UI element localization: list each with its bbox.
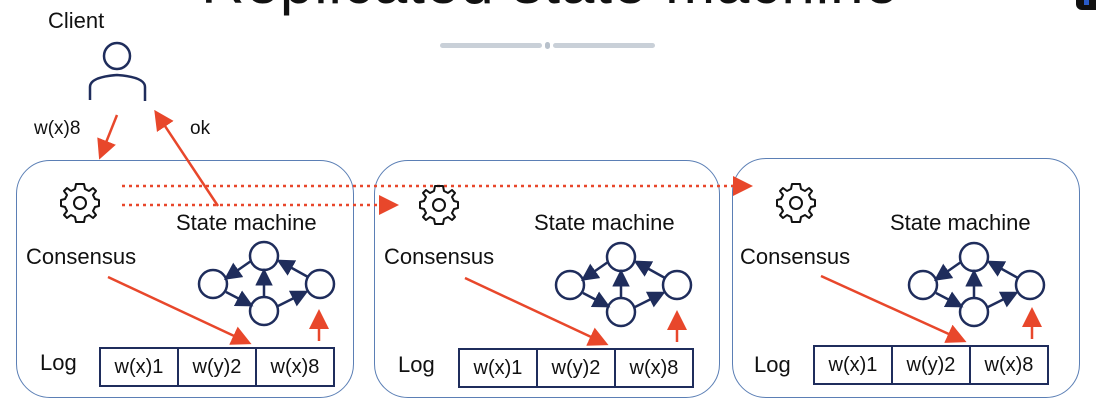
state-machine-label: State machine bbox=[534, 210, 675, 235]
consensus-to-log-arrow bbox=[820, 274, 967, 343]
progress-divider-left bbox=[440, 43, 542, 48]
log-label: Log bbox=[398, 352, 435, 377]
log-entry: w(x)1 bbox=[815, 347, 893, 383]
log: w(x)1 w(y)2 w(x)8 bbox=[458, 348, 694, 388]
log-entry: w(x)1 bbox=[101, 349, 179, 385]
log-label: Log bbox=[40, 350, 77, 375]
consensus-to-log-arrow bbox=[464, 276, 609, 346]
log-label: Log bbox=[754, 352, 791, 377]
progress-divider-right bbox=[553, 43, 655, 48]
log-entry: w(y)2 bbox=[179, 349, 257, 385]
state-machine-graph-icon bbox=[909, 243, 1044, 326]
replica-node-3 bbox=[732, 158, 1080, 398]
state-machine-label: State machine bbox=[890, 210, 1031, 235]
consensus-gear-icon bbox=[776, 183, 816, 223]
log-entry: w(x)1 bbox=[460, 350, 538, 386]
log-entry: w(x)8 bbox=[984, 353, 1034, 376]
consensus-label: Consensus bbox=[384, 244, 495, 269]
log-entry: w(x)8 bbox=[270, 355, 320, 378]
log-entry: w(y)2 bbox=[893, 347, 971, 383]
slide-title: Replicated state machine bbox=[200, 0, 900, 17]
log-entry: w(x)8 bbox=[629, 356, 679, 379]
log-entry: w(y)2 bbox=[538, 350, 616, 386]
replica-node-2 bbox=[374, 160, 720, 398]
state-machine-graph-icon bbox=[199, 242, 334, 325]
response-label: ok bbox=[190, 118, 211, 139]
replica-node-1 bbox=[16, 160, 354, 398]
consensus-to-log-arrow bbox=[107, 275, 252, 345]
consensus-gear-icon bbox=[60, 183, 100, 223]
request-arrow bbox=[97, 114, 119, 160]
response-arrow bbox=[154, 109, 220, 207]
request-label: w(x)8 bbox=[34, 118, 81, 139]
log: w(x)1 w(y)2 w(x)8 bbox=[99, 347, 335, 387]
client-label: Client bbox=[48, 8, 105, 33]
log: w(x)1 w(y)2 w(x)8 bbox=[813, 345, 1049, 385]
consensus-label: Consensus bbox=[740, 244, 851, 269]
consensus-label: Consensus bbox=[26, 244, 137, 269]
corner-widget bbox=[1076, 0, 1096, 10]
progress-divider-dot bbox=[545, 42, 550, 49]
consensus-gear-icon bbox=[419, 185, 459, 225]
client-user-icon bbox=[88, 41, 147, 101]
state-machine-graph-icon bbox=[556, 243, 691, 326]
state-machine-label: State machine bbox=[176, 210, 317, 235]
